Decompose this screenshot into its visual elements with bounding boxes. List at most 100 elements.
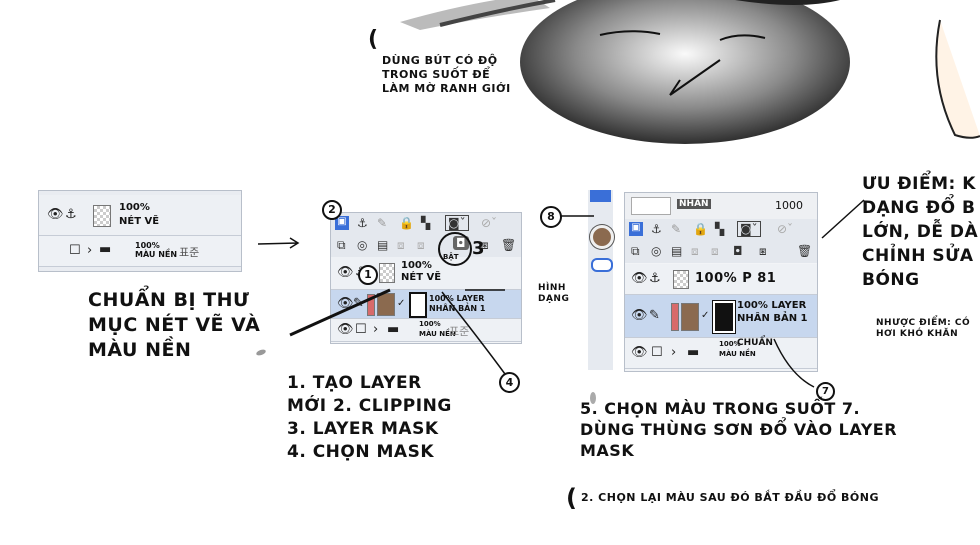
merge-layer-icon[interactable]: ⧈ bbox=[711, 244, 719, 258]
layer-name: NÉT VẼ bbox=[119, 216, 160, 227]
folder-name: MÀU NỀN bbox=[719, 350, 756, 358]
callout-3: 3 bbox=[472, 238, 486, 259]
top-note: DÙNG BÚT CÓ ĐỘ TRONG SUỐT ĐỂ LÀM MỜ RANH… bbox=[382, 54, 511, 96]
reselect-caption: 2. CHỌN LẠI MÀU SAU ĐÓ BẮT ĐẦU ĐỔ BÓNG bbox=[581, 491, 880, 504]
add-mask-icon[interactable]: ◘ bbox=[733, 244, 743, 258]
color-thumbnail bbox=[671, 303, 679, 331]
new-layer-icon[interactable]: ⧉ bbox=[337, 238, 346, 252]
steps-caption-line-4: 4. CHỌN MASK bbox=[287, 442, 434, 462]
toolbar-row-2: ⧉ ◎ ▤ ⧈ ⧈ ◘ ⧆ 🗑 bbox=[331, 235, 521, 257]
copy-layer-icon[interactable]: ⧈ bbox=[691, 244, 699, 258]
cons-line-1: NHƯỢC ĐIỂM: CÓ bbox=[876, 318, 971, 328]
lock-icon[interactable]: 🔒 bbox=[693, 222, 708, 236]
copy-name: NHÂN BẢN 1 bbox=[429, 304, 486, 313]
callout-7-line bbox=[773, 338, 815, 388]
apply-mask-icon[interactable]: ⧆ bbox=[759, 244, 767, 258]
checkbox-icon[interactable]: ☐ bbox=[69, 243, 81, 258]
trash-icon[interactable]: 🗑 bbox=[797, 244, 813, 258]
chevron-right-icon[interactable]: › bbox=[671, 345, 677, 360]
transparency-lock-icon[interactable]: ▚ bbox=[715, 222, 725, 236]
pros-line-1: ƯU ĐIỂM: K bbox=[862, 174, 976, 194]
copy-opacity: 100% LAYER bbox=[429, 294, 485, 303]
new-layer-icon[interactable]: ⧉ bbox=[631, 244, 640, 258]
blend-disabled-icon[interactable]: ⊘ˇ bbox=[481, 216, 498, 230]
chevron-right-icon[interactable]: › bbox=[373, 322, 379, 337]
blend-mode-field[interactable] bbox=[631, 197, 671, 215]
stray-mark bbox=[590, 392, 596, 404]
mask-link-icon: ✓ bbox=[397, 298, 406, 309]
prep-caption-line-3: MÀU NỀN bbox=[88, 339, 192, 361]
brown-thumbnail bbox=[377, 293, 395, 316]
prep-caption: CHUẨN BỊ THƯ MỤC NÉT VẼ VÀ MÀU NỀN bbox=[88, 288, 260, 363]
merge-layer-icon[interactable]: ⧈ bbox=[417, 238, 425, 252]
fill-caption-line-1: 5. CHỌN MÀU TRONG SUỐT 7. bbox=[580, 399, 861, 418]
mask-thumbnail[interactable] bbox=[712, 300, 736, 334]
callout-8: 8 bbox=[540, 206, 562, 228]
folder-blend-mode: CHUẨN bbox=[737, 338, 773, 348]
layer-row-line-art[interactable]: 👁 ⚓ 100% P 81 bbox=[625, 264, 817, 295]
eye-icon[interactable]: 👁 bbox=[631, 271, 648, 286]
eye-icon[interactable]: 👁 bbox=[337, 265, 354, 280]
transparency-lock-icon[interactable]: ▚ bbox=[421, 216, 431, 230]
new-folder-icon[interactable]: ▤ bbox=[377, 238, 389, 252]
eye-icon[interactable]: 👁 bbox=[337, 322, 354, 337]
pin-icon[interactable]: ⚓ bbox=[357, 216, 368, 230]
top-note-line-1: DÙNG BÚT CÓ ĐỘ bbox=[382, 54, 498, 67]
chevron-right-icon[interactable]: › bbox=[87, 243, 93, 258]
layer-row-copy[interactable]: 👁 ✎ ✓ 100% LAYER NHÂN BẢN 1 bbox=[331, 290, 521, 319]
line-opacity: 100% bbox=[401, 260, 432, 271]
trash-icon[interactable]: 🗑 bbox=[501, 238, 517, 252]
blend-disabled-icon[interactable]: ⊘ˇ bbox=[777, 222, 794, 236]
layer-panel-fill: NHÂN 1000 ▣ ⚓ ✎ 🔒 ▚ ◙ˇ ⊘ˇ ⧉ ◎ ▤ ⧈ ⧈ ◘ ⧆ … bbox=[624, 192, 818, 372]
eye-icon[interactable]: 👁 bbox=[631, 345, 648, 360]
layer-select-icon[interactable]: ▣ bbox=[335, 216, 349, 230]
ruler-icon[interactable]: ✎ bbox=[377, 216, 388, 230]
shape-label-line-1: HÌNH bbox=[538, 283, 566, 293]
tool-top-icon[interactable] bbox=[590, 190, 611, 202]
toolbar-row-1: ▣ ⚓ ✎ 🔒 ▚ ◙ˇ ⊘ˇ bbox=[331, 213, 521, 235]
checkbox-icon[interactable]: ☐ bbox=[355, 322, 367, 337]
folder-row-base-color[interactable]: ☐ › ▬ 100% MÀU NỀN 표준 bbox=[39, 236, 241, 267]
pen-icon: ✎ bbox=[649, 308, 660, 323]
prep-caption-line-2: MỤC NÉT VẼ VÀ bbox=[88, 314, 261, 336]
steps-caption-line-3: 3. LAYER MASK bbox=[287, 419, 439, 439]
folder-row-base-color[interactable]: 👁 ☐ › ▬ 100% MÀU NỀN CHUẨN bbox=[625, 338, 817, 369]
folder-row-base-color[interactable]: 👁 ☐ › ▬ 100% MÀU NỀN 표준 bbox=[331, 319, 521, 342]
new-folder-icon[interactable]: ▤ bbox=[671, 244, 683, 258]
transparent-color-icon[interactable] bbox=[591, 258, 613, 272]
pin-icon[interactable]: ⚓ bbox=[651, 222, 662, 236]
new-vector-layer-icon[interactable]: ◎ bbox=[357, 238, 368, 252]
eye-icon[interactable]: 👁 bbox=[631, 308, 648, 323]
pros-line-4: CHỈNH SỬA bbox=[862, 246, 974, 266]
top-note-line-3: LÀM MỜ RANH GIỚI bbox=[382, 82, 511, 95]
mask-thumbnail[interactable] bbox=[409, 292, 427, 318]
ruler-icon[interactable]: ✎ bbox=[671, 222, 682, 236]
toolbar-row-1: ▣ ⚓ ✎ 🔒 ▚ ◙ˇ ⊘ˇ bbox=[625, 219, 817, 241]
checkbox-icon[interactable]: ☐ bbox=[651, 345, 663, 360]
shape-label-line-2: DẠNG bbox=[538, 294, 570, 304]
eye-icon[interactable]: 👁 bbox=[47, 207, 64, 222]
new-vector-layer-icon[interactable]: ◎ bbox=[651, 244, 662, 258]
mask-toggle-icon[interactable]: ◙ˇ bbox=[737, 221, 761, 237]
mask-toggle-icon[interactable]: ◙ˇ bbox=[445, 215, 469, 231]
copy-layer-icon[interactable]: ⧈ bbox=[397, 238, 405, 252]
layer-row-copy[interactable]: 👁 ✎ ✓ 100% LAYER NHÂN BẢN 1 bbox=[625, 295, 817, 338]
layer-select-icon[interactable]: ▣ bbox=[629, 222, 643, 236]
callout-4: 4 bbox=[499, 372, 520, 393]
right-arrow-icon bbox=[257, 237, 300, 249]
lock-icon[interactable]: 🔒 bbox=[399, 216, 414, 230]
mask-link-icon: ✓ bbox=[701, 310, 710, 321]
folder-opacity: 100% bbox=[719, 340, 741, 348]
brush-stroke-art bbox=[400, 0, 980, 144]
line-row-label: 100% P 81 bbox=[695, 271, 777, 286]
pros-line-5: BÓNG bbox=[862, 270, 920, 290]
layer-row-line-art[interactable]: 👁 ⚓ 100% NÉT VẼ bbox=[39, 195, 241, 236]
main-color-swatch[interactable] bbox=[590, 225, 614, 249]
layer-thumbnail bbox=[673, 270, 689, 289]
pros-text: ƯU ĐIỂM: K DẠNG ĐỔ B LỚN, DỄ DÀ CHỈNH SỬ… bbox=[862, 172, 978, 292]
steps-caption-line-2: MỚI 2. CLIPPING bbox=[287, 396, 452, 416]
folder-name: MÀU NỀN bbox=[135, 250, 178, 259]
pros-line-3: LỚN, DỄ DÀ bbox=[862, 222, 979, 242]
apply-mask-icon[interactable]: ⧆ bbox=[481, 238, 489, 252]
callout-1: 1 bbox=[358, 265, 378, 285]
